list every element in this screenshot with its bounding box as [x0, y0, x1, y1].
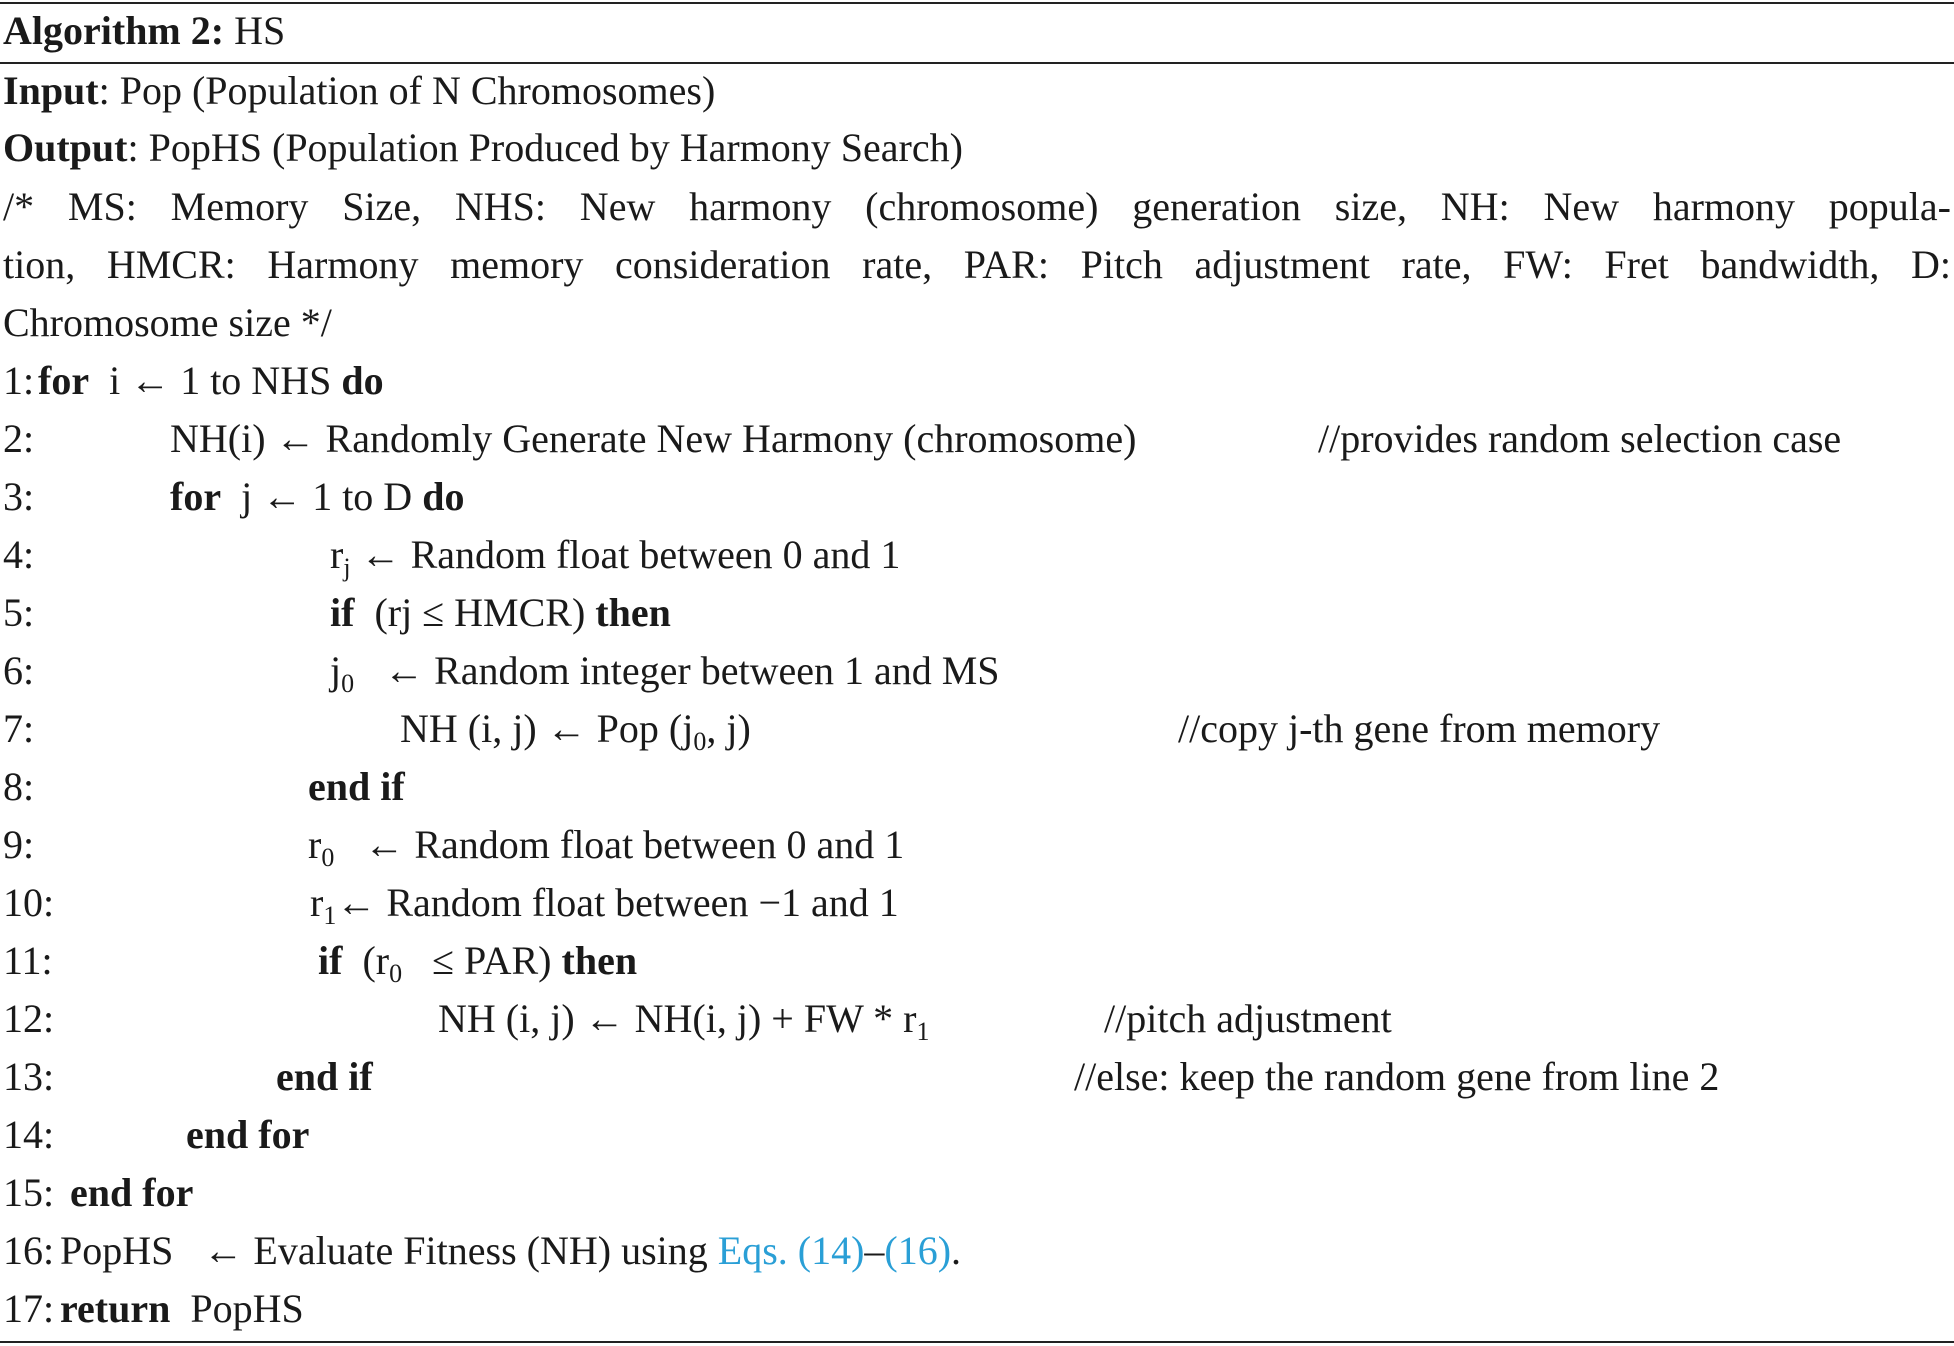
- keyword: end for: [70, 1170, 194, 1215]
- code-text: j ← 1 to D: [221, 474, 423, 519]
- line-number: 16:: [3, 1228, 55, 1273]
- step-code: if (r0 ≤ PAR) then: [318, 932, 637, 990]
- top-rule: [0, 2, 1954, 4]
- code-text: (r: [342, 938, 390, 983]
- keyword: for: [38, 358, 90, 403]
- output-line: Output: PopHS (Population Produced by Ha…: [3, 119, 963, 177]
- subscript: 1: [323, 901, 337, 930]
- step-code: end for: [70, 1164, 193, 1222]
- keyword: if: [330, 590, 355, 635]
- keyword: end if: [308, 764, 405, 809]
- code-text: NH (i, j) ← NH(i, j) + FW * r: [438, 996, 917, 1041]
- code-text: .: [951, 1228, 962, 1273]
- line-number: 13:: [3, 1054, 55, 1099]
- algorithm-title-label: Algorithm 2:: [3, 8, 225, 53]
- step-code: j0 ← Random integer between 1 and MS: [330, 642, 1000, 700]
- step-code: NH(i) ← Randomly Generate New Harmony (c…: [170, 410, 1136, 468]
- input-line: Input: Pop (Population of N Chromosomes): [3, 62, 715, 120]
- subscript: 0: [321, 843, 335, 872]
- line-number: 14:: [3, 1112, 55, 1157]
- code-text: ← Random float between 0 and 1: [350, 532, 901, 577]
- input-label: Input: [3, 68, 99, 113]
- keyword: then: [561, 938, 638, 983]
- code-text: PopHS ← Evaluate Fitness (NH) using: [60, 1228, 718, 1273]
- algorithm-title-name: HS: [234, 8, 286, 53]
- keyword: return: [60, 1286, 171, 1331]
- step-code: PopHS ← Evaluate Fitness (NH) using Eqs.…: [60, 1222, 961, 1280]
- keyword: if: [318, 938, 343, 983]
- step-comment: //copy j-th gene from memory: [1178, 706, 1661, 751]
- subscript: 0: [693, 727, 707, 756]
- line-number: 3:: [3, 474, 35, 519]
- description-line: /* MS: Memory Size, NHS: New harmony (ch…: [3, 184, 1951, 229]
- step-comment: //pitch adjustment: [1104, 996, 1392, 1041]
- bottom-rule: [0, 1341, 1954, 1343]
- subscript: 1: [916, 1017, 930, 1046]
- output-text: : PopHS (Population Produced by Harmony …: [127, 125, 963, 170]
- line-number: 10:: [3, 880, 55, 925]
- step-code: end for: [186, 1106, 309, 1164]
- code-text: NH (i, j) ← Pop (j: [400, 706, 694, 751]
- code-text: –: [864, 1228, 885, 1273]
- step-code: end if: [276, 1048, 373, 1106]
- step-code: for i ← 1 to NHS do: [38, 352, 384, 410]
- step-comment: //provides random selection case: [1318, 416, 1842, 461]
- code-text: ← Random float between −1 and 1: [336, 880, 899, 925]
- step-code: if (rj ≤ HMCR) then: [330, 584, 671, 642]
- line-number: 17:: [3, 1286, 55, 1331]
- step-code: r0 ← Random float between 0 and 1: [308, 816, 904, 874]
- step-comment: //else: keep the random gene from line 2: [1074, 1054, 1720, 1099]
- output-label: Output: [3, 125, 128, 170]
- step-code: for j ← 1 to D do: [170, 468, 464, 526]
- line-number: 6:: [3, 648, 35, 693]
- step-code: end if: [308, 758, 405, 816]
- code-text: ≤ PAR): [402, 938, 562, 983]
- code-text: PopHS: [170, 1286, 304, 1331]
- code-text: j: [330, 648, 342, 693]
- subscript: 0: [389, 959, 403, 988]
- code-text: (rj ≤ HMCR): [354, 590, 596, 635]
- code-text: r: [330, 532, 344, 577]
- equation-link[interactable]: (16): [884, 1228, 952, 1273]
- code-text: ← Random integer between 1 and MS: [354, 648, 1000, 693]
- algorithm-title: Algorithm 2: HS: [3, 2, 285, 60]
- line-number: 11:: [3, 938, 53, 983]
- code-text: ← Random float between 0 and 1: [334, 822, 905, 867]
- title-rule: [0, 62, 1954, 64]
- code-text: i ← 1 to NHS: [89, 358, 342, 403]
- line-number: 4:: [3, 532, 35, 577]
- line-number: 12:: [3, 996, 55, 1041]
- line-number: 7:: [3, 706, 35, 751]
- keyword: do: [341, 358, 384, 403]
- keyword: do: [422, 474, 465, 519]
- description-line: Chromosome size */: [3, 300, 332, 345]
- code-text: r: [308, 822, 322, 867]
- line-number: 9:: [3, 822, 35, 867]
- code-text: , j): [706, 706, 751, 751]
- keyword: end for: [186, 1112, 310, 1157]
- subscript: j: [343, 553, 351, 582]
- input-text: : Pop (Population of N Chromosomes): [98, 68, 716, 113]
- line-number: 1:: [3, 358, 35, 403]
- step-code: NH (i, j) ← NH(i, j) + FW * r1: [438, 990, 929, 1048]
- keyword: then: [595, 590, 671, 635]
- step-code: return PopHS: [60, 1280, 304, 1338]
- subscript: 0: [341, 669, 355, 698]
- line-number: 8:: [3, 764, 35, 809]
- step-code: r1← Random float between −1 and 1: [310, 874, 899, 932]
- keyword: for: [170, 474, 222, 519]
- step-code: NH (i, j) ← Pop (j0, j): [400, 700, 751, 758]
- equation-link[interactable]: Eqs. (14): [717, 1228, 865, 1273]
- description-line: tion, HMCR: Harmony memory consideration…: [3, 242, 1951, 287]
- line-number: 2:: [3, 416, 35, 461]
- step-code: rj ← Random float between 0 and 1: [330, 526, 900, 584]
- line-number: 5:: [3, 590, 35, 635]
- code-text: r: [310, 880, 324, 925]
- keyword: end if: [276, 1054, 373, 1099]
- code-text: NH(i) ← Randomly Generate New Harmony (c…: [170, 416, 1137, 461]
- line-number: 15:: [3, 1170, 55, 1215]
